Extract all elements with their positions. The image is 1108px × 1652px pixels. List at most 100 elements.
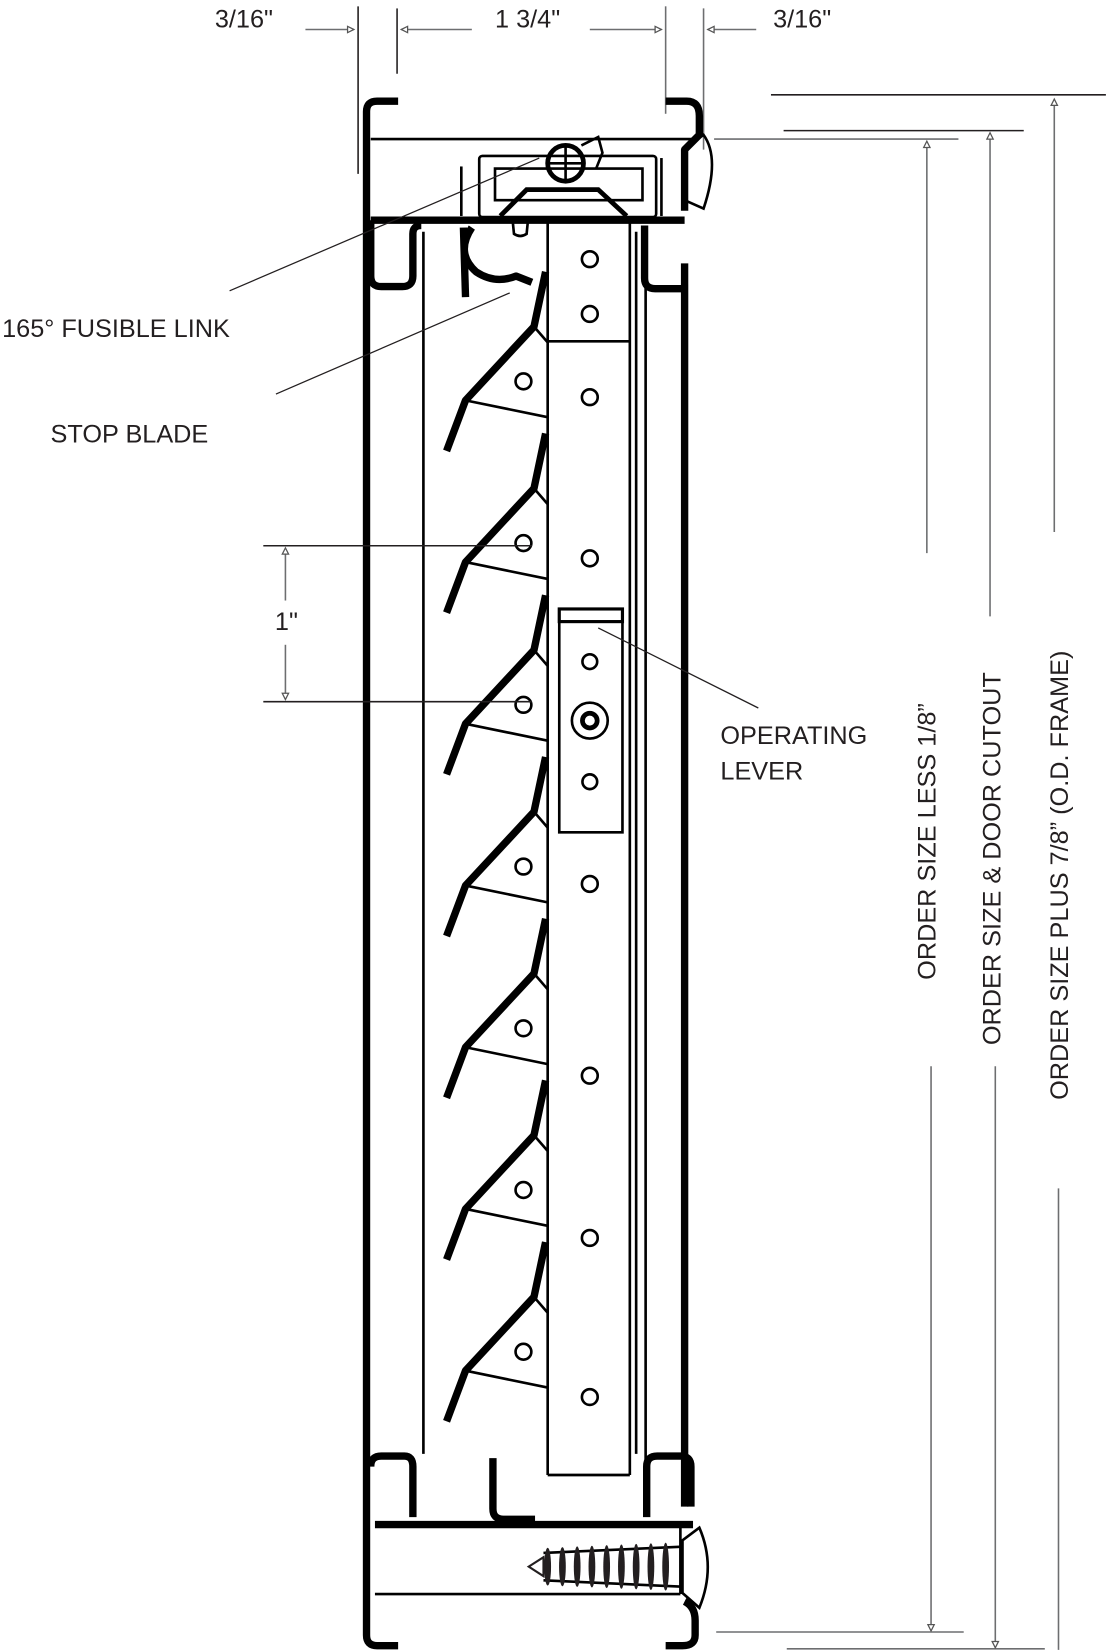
blade-pivot-icon <box>514 533 533 553</box>
column-hole-icon <box>580 387 600 407</box>
screw-tip-icon <box>526 1555 545 1579</box>
od-frame-label: ORDER SIZE PLUS 7/8” (O.D. FRAME) <box>1046 651 1074 1100</box>
blade-link <box>532 649 549 667</box>
blade-link <box>532 1296 549 1314</box>
blade-link <box>465 1207 548 1228</box>
stop-blade-leader <box>275 292 511 395</box>
blade <box>443 917 550 1100</box>
screw-thread <box>632 1543 640 1590</box>
blade-body <box>443 432 550 614</box>
link-strap <box>498 187 629 218</box>
blade-pivot-icon <box>514 1019 533 1038</box>
screw-head-bottom-icon <box>681 1525 710 1610</box>
callout-leaders <box>229 157 759 709</box>
blade-link <box>532 972 549 991</box>
blade-pivot-icon <box>514 857 533 876</box>
depth-dimension-label: 1 3/4" <box>495 5 560 33</box>
blade <box>443 1241 550 1423</box>
blade-link <box>465 1369 548 1389</box>
arrow-up-icon <box>985 131 995 140</box>
link-body <box>493 167 644 202</box>
fusible-link-assembly <box>459 133 714 298</box>
inner-channel-top-right <box>640 225 685 293</box>
blade <box>443 432 550 614</box>
blade <box>443 1079 550 1261</box>
order-size-cutout-label: ORDER SIZE & DOOR CUTOUT <box>979 672 1007 1045</box>
column-hole-icon <box>580 1387 600 1407</box>
link-nut <box>511 223 529 238</box>
blade-link <box>532 810 549 829</box>
order-size-less-label: ORDER SIZE LESS 1/8” <box>913 703 941 980</box>
blade-link <box>465 722 548 742</box>
screw-thread <box>603 1545 611 1589</box>
pivot-column <box>546 219 632 1477</box>
arrow-up-icon <box>922 139 932 149</box>
screw-thread <box>559 1547 566 1587</box>
screw-thread <box>573 1546 581 1587</box>
column-hole-icon <box>580 249 600 269</box>
arrow-up-icon <box>1050 97 1059 106</box>
left-flange-dimension-label: 3/16" <box>215 5 273 33</box>
operating-lever-plate <box>557 607 624 834</box>
arrow-down-icon <box>926 1623 936 1633</box>
right-flange-dimension-label: 3/16" <box>773 5 831 33</box>
blade-body <box>443 1079 550 1261</box>
arrow-down-icon <box>281 692 290 701</box>
arrow-down-icon <box>991 1640 1000 1650</box>
screw-threads <box>544 1542 670 1591</box>
screw-thread <box>588 1545 596 1588</box>
lever-pivot-ring-icon <box>570 701 610 740</box>
blade-pivot-icon <box>514 695 533 715</box>
blade-link <box>532 325 549 344</box>
blade-link <box>465 560 548 581</box>
arrow-left-icon <box>399 25 409 34</box>
blade-body <box>443 756 550 938</box>
screw-shank-bottom <box>543 1579 683 1588</box>
blade-pitch-label: 1" <box>275 608 298 636</box>
link-housing <box>477 154 658 219</box>
blade-pitch-dimension: 1" <box>263 544 532 703</box>
blade-link <box>465 884 548 904</box>
operating-lever-label-line2: LEVER <box>720 758 803 786</box>
blade-link <box>532 1134 549 1152</box>
fusible-link-leader <box>229 157 540 292</box>
bottom-stop-tab <box>489 1458 536 1523</box>
blade <box>443 594 550 776</box>
column-hole-icon <box>580 1228 600 1248</box>
screw-thread <box>647 1543 655 1591</box>
arrow-right-icon <box>654 25 663 34</box>
blade-body <box>443 917 550 1100</box>
blade-stack <box>443 271 550 1423</box>
operating-lever-label-line1: OPERATING <box>720 722 867 750</box>
column-holes <box>580 249 600 1407</box>
screw-thread <box>544 1547 552 1586</box>
link-trigger <box>580 135 604 170</box>
column-hole-icon <box>580 549 600 568</box>
column-hole-icon <box>580 874 600 894</box>
screw-head-top-icon <box>683 133 714 211</box>
screw-thread <box>618 1544 625 1589</box>
outer-frame <box>362 97 704 1650</box>
inner-channel-top-left <box>367 220 422 291</box>
lever-pivot-pin-icon <box>580 710 600 731</box>
column-hole-icon <box>580 1066 600 1085</box>
screw-thread <box>662 1542 670 1591</box>
frame-right-channel <box>665 97 704 1650</box>
top-guide-tab <box>459 227 470 298</box>
operating-lever <box>557 607 625 834</box>
inner-channel-bottom-right <box>642 1452 695 1518</box>
blade-pivot-icon <box>514 1180 533 1200</box>
fusible-link-label: 165° FUSIBLE LINK <box>2 315 230 343</box>
operating-lever-tab <box>557 607 625 624</box>
operating-lever-leader <box>597 627 759 709</box>
arrow-right-icon <box>346 25 356 34</box>
blade <box>443 271 550 453</box>
frame-left-channel <box>362 97 399 1650</box>
blade-link <box>532 487 549 505</box>
blade-link <box>465 1045 548 1066</box>
lever-hole-icon <box>581 773 599 791</box>
blade-body <box>443 1241 550 1423</box>
column-hole-icon <box>580 304 600 324</box>
blade-pivot-icon <box>514 1342 533 1361</box>
